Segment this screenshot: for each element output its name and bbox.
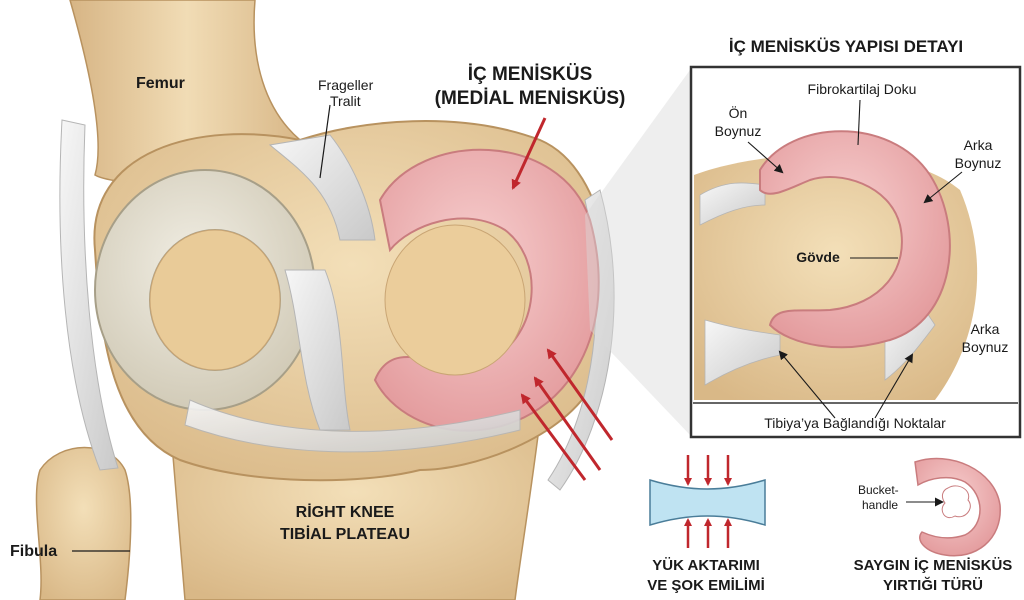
tibia-points-leader-left (778, 350, 836, 419)
meniscus-title-line1: İÇ MENİSKÜS (468, 64, 593, 85)
anterior-cruciate-ligament (268, 134, 376, 241)
arka1-leader (923, 171, 963, 204)
ligament-leader-line (319, 104, 331, 179)
fibro-leader (857, 99, 861, 146)
detail-anterior-fibers (699, 182, 766, 226)
on-boynuz-label-1: Ön (729, 104, 748, 121)
load-label-line1: YÜK AKTARIMI (652, 557, 760, 574)
force-arrow-2 (533, 376, 602, 471)
fibula-bone (35, 446, 132, 600)
tear-type-icon: Bucket- handle SAYGIN İÇ MENİSKÜS YIRTIĞ… (854, 457, 1013, 594)
bucket-label-1: Bucket- (858, 483, 899, 497)
load-label-line2: VE ŞOK EMİLİMİ (647, 577, 765, 594)
detail-meniscus-shape (759, 130, 951, 349)
on-boynuz-label-2: Boynuz (715, 123, 762, 139)
tibia-points-leader-right (874, 353, 914, 419)
posterior-cruciate-ligament (284, 269, 351, 431)
on-boynuz-leader (747, 141, 784, 174)
medial-plateau-surface (384, 224, 526, 376)
tear-fragment (941, 485, 971, 518)
ligament-label-line1: Frageller (318, 77, 374, 93)
main-knee-illustration: Femur Frageller Tralit İÇ MENİSKÜS (MEDİ… (10, 0, 625, 600)
fibula-label: Fibula (10, 543, 57, 560)
meniscus-title-line2: (MEDİAL MENİSKÜS) (435, 88, 626, 109)
arka1-label-2: Boynuz (955, 155, 1002, 171)
fibro-label: Fibrokartilaj Doku (808, 81, 917, 97)
arka1-label-1: Arka (964, 137, 993, 153)
govde-label: Gövde (796, 249, 840, 265)
lateral-collateral-ligament (59, 119, 119, 471)
detail-title: İÇ MENİSKÜS YAPISI DETAYI (729, 37, 963, 56)
zoom-connector (585, 70, 690, 435)
arka2-label-2: Boynuz (962, 339, 1009, 355)
shock-absorber-shape (649, 478, 766, 527)
force-arrow-1 (546, 348, 614, 441)
tear-label-line1: SAYGIN İÇ MENİSKÜS (854, 557, 1013, 574)
load-transfer-icon: YÜK AKTARIMI VE ŞOK EMİLİMİ (647, 455, 766, 594)
torn-meniscus-shape (914, 457, 1001, 557)
bucket-label-2: handle (862, 498, 898, 512)
arka2-label-1: Arka (971, 321, 1000, 337)
femur-label: Femur (136, 75, 185, 92)
plateau-label-line1: RİGHT KNEE (296, 503, 395, 521)
lateral-plateau-surface (149, 229, 281, 371)
meniscus-detail-inset: İÇ MENİSKÜS YAPISI DETAYI Fibrokartilaj … (689, 37, 1022, 439)
force-arrow-3 (520, 393, 587, 481)
tear-label-line2: YIRTIĞI TÜRÜ (883, 576, 983, 594)
ligament-label-line2: Tralit (330, 93, 361, 109)
posterior-ligament-band (184, 399, 521, 453)
tibia-points-label: Tibiya’ya Bağlandığı Noktalar (764, 415, 946, 431)
plateau-label-line2: TIBİAL PLATEAU (280, 525, 410, 543)
meniscus-pointer-arrow (511, 117, 547, 190)
